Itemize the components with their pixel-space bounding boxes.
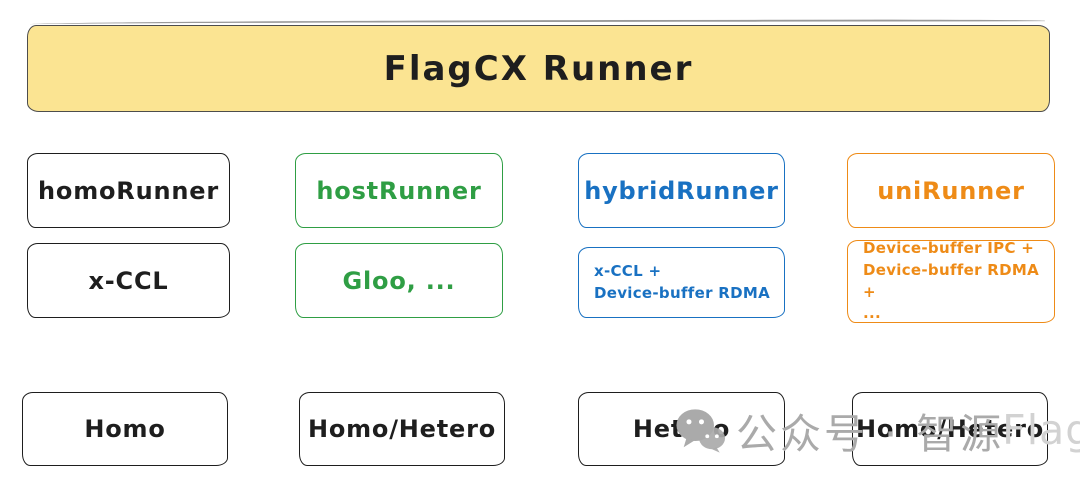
banner-title: FlagCX Runner — [383, 48, 694, 89]
node-label: hybridRunner — [584, 176, 779, 205]
node-hybrid-runner: hybridRunner — [578, 153, 785, 228]
node-label: x-CCL — [88, 266, 169, 295]
node-label: Homo/Hetero — [855, 415, 1045, 443]
node-label: Gloo, ... — [342, 266, 456, 295]
node-label: uniRunner — [877, 176, 1025, 205]
node-mode-homo: Homo — [22, 392, 228, 466]
node-label-line: ... — [863, 304, 881, 323]
node-mode-homo-hetero-1: Homo/Hetero — [299, 392, 505, 466]
node-label: Hetero — [632, 415, 731, 443]
node-backend-xccl: x-CCL — [27, 243, 230, 318]
node-label-line: Device-buffer RDMA + — [863, 260, 1040, 301]
node-mode-homo-hetero-2: Homo/Hetero — [852, 392, 1048, 466]
node-host-runner: hostRunner — [295, 153, 503, 228]
node-label-line: Device-buffer RDMA — [594, 283, 771, 302]
node-backend-xccl-rdma: x-CCL + Device-buffer RDMA — [578, 247, 785, 318]
node-label-line: Device-buffer IPC + — [863, 239, 1035, 257]
node-homo-runner: homoRunner — [27, 153, 230, 228]
node-mode-hetero: Hetero — [578, 392, 785, 466]
node-backend-ipc-rdma: Device-buffer IPC + Device-buffer RDMA +… — [847, 239, 1055, 323]
node-uni-runner: uniRunner — [847, 153, 1055, 228]
node-backend-gloo: Gloo, ... — [295, 243, 503, 318]
node-label-line: x-CCL + — [594, 261, 662, 280]
node-label: hostRunner — [316, 176, 482, 205]
node-label: homoRunner — [38, 176, 219, 205]
node-label: Homo — [84, 415, 166, 443]
banner-flagcx-runner: FlagCX Runner — [27, 25, 1050, 112]
node-label: Homo/Hetero — [307, 415, 497, 443]
